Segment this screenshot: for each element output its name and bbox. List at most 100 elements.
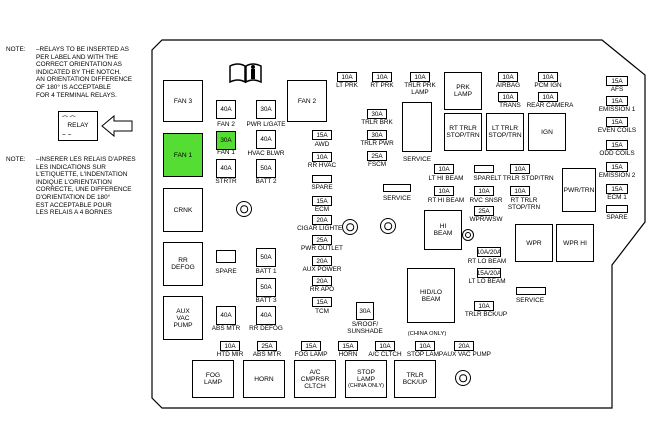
relay-label: TRLR BCK/UP [402, 372, 428, 386]
aux-vac-pump-fuse: 20A [454, 341, 474, 351]
fuse-rating: 25A [261, 342, 273, 350]
abs-mtr-label: ABS MTR [211, 325, 241, 332]
spare-fuse-slot [606, 205, 628, 213]
pcm-ign-fuse: 10A [538, 72, 558, 82]
fan3-relay: FAN 3 [163, 80, 203, 122]
fan1-relay-highlighted: FAN 1 [163, 133, 203, 177]
fog-lamp-relay: FOG LAMP [192, 360, 234, 398]
lt-trlr-stop-trn-label: LT TRLR STOP/TRN [494, 175, 554, 182]
fuse-rating: 25A [478, 207, 490, 215]
rr-hvac-fuse: 10A [312, 152, 332, 162]
arrow-left-icon [101, 114, 133, 138]
fog-lamp-label: FOG LAMP [294, 351, 328, 358]
even-coils-fuse: 15A [606, 117, 628, 127]
fuse-rating: 20A [316, 257, 328, 265]
fscm-fuse: 25A [367, 151, 387, 161]
fuse-rating: 10A [478, 302, 490, 310]
batt1-label: BATT 1 [255, 268, 277, 275]
abs-mtr-fuse: 40A [216, 306, 236, 325]
spare-fuse-slot [474, 165, 494, 173]
note-text: –RELAYS TO BE INSERTED AS PER LABEL AND … [36, 46, 132, 99]
fuse-rating: 40A [260, 136, 272, 143]
pwr-outlet-label: PWR OUTLET [301, 245, 343, 252]
emission2-label: EMISSION 2 [598, 172, 636, 179]
horn-label: HORN [338, 351, 358, 358]
hi-beam-relay: HI BEAM [424, 210, 462, 250]
fuse-rating: 10A [316, 153, 328, 161]
fuse-rating: 20A [316, 216, 328, 224]
rr-defog-label: RR DEFOG [249, 325, 283, 332]
stop-lamp-label: STOP LAMP [406, 351, 444, 358]
rt-trlr-stop-trn-relay: RT TRLR STOP/TRN [444, 113, 482, 151]
rear-camera-label: REAR CAMERA [526, 102, 574, 109]
emission2-fuse: 15A [606, 162, 628, 172]
rear-camera-fuse: 10A [538, 92, 558, 102]
fuse-rating: 40A [260, 312, 272, 319]
batt2-fuse: 50A [256, 159, 276, 178]
lt-prk-fuse: 10A [337, 72, 357, 82]
fuse-rating: 10A [514, 165, 526, 173]
fuse-rating: 15A [316, 298, 328, 306]
cigar-lighter-fuse: 20A [312, 215, 332, 225]
batt1-fuse: 50A [256, 248, 276, 267]
emission1-label: EMISSION 1 [598, 106, 636, 113]
trlr-prk-lamp-fuse: 10A [410, 72, 430, 82]
relay-label: PWR/TRN [563, 186, 595, 194]
rt-trlr-stop-trn-label: RT TRLR STOP/TRN [507, 197, 541, 211]
rr-apo-fuse: 20A [312, 276, 332, 286]
htd-mir-label: HTD MIR [216, 351, 244, 358]
ac-cmprsr-cltch-relay: A/C CMPRSR CLTCH [294, 360, 336, 398]
service-fuse-slot [383, 184, 411, 192]
fuse-rating: 15A [611, 97, 623, 105]
relay-icon-label: RELAY [67, 122, 89, 129]
fan2-relay: FAN 2 [287, 80, 327, 122]
fuse-rating: 10A [341, 73, 353, 81]
relay-label: STOP LAMP [357, 368, 375, 383]
rt-prk-fuse: 10A [372, 72, 392, 82]
pwr-lgate-fuse: 30A [256, 100, 276, 119]
sroof-fuse: 30A [356, 302, 374, 320]
awd-fuse: 15A [312, 130, 332, 140]
emission1-fuse: 15A [606, 96, 628, 106]
fuse-rating: 50A [260, 165, 272, 172]
lt-lo-beam-label: LT LO BEAM [468, 278, 506, 285]
hvac-blwr-fuse: 40A [256, 130, 276, 149]
french-note: NOTE: –INSERER LES RELAIS D'APRES LES IN… [6, 156, 146, 226]
aux-vac-pump-label: AUX VAC PUMP [443, 351, 491, 358]
fuse-rating: 10A [224, 342, 236, 350]
htd-mir-fuse: 10A [220, 341, 240, 351]
fuse-rating: 10A [502, 93, 514, 101]
lt-prk-label: LT PRK [336, 82, 358, 89]
tcm-fuse: 15A [312, 297, 332, 307]
rr-hvac-label: RR HVAC [307, 162, 337, 169]
ac-cltch-fuse: 10A [375, 341, 395, 351]
wpr-wsw-fuse: 25A [474, 206, 494, 216]
fuse-rating: 30A [260, 106, 272, 113]
fuse-rating: 10A [419, 342, 431, 350]
fan2-fuse-label: FAN 2 [217, 121, 235, 128]
rt-lo-beam-fuse: 10A/20A [477, 247, 501, 257]
relay-orientation-icon: RELAY ⌒ ⌒ ⌣ ⌣ [58, 111, 98, 141]
fog-lamp-fuse: 15A [301, 341, 321, 351]
service-fuse-slot [516, 287, 546, 295]
lt-trlr-stop-trn-relay: LT TRLR STOP/TRN [486, 113, 524, 151]
stud-bolt-icon [236, 201, 252, 217]
tcm-label: TCM [315, 308, 329, 315]
relay-label: HORN [254, 375, 274, 383]
note-text: –INSERER LES RELAIS D'APRES LES INDICATI… [36, 156, 136, 217]
terminal-symbols: ⌒ ⌒ [62, 117, 76, 123]
hid-lo-beam-relay: HID/LO BEAM [407, 268, 455, 323]
cigar-lighter-label: CIGAR LIGHTER [297, 225, 347, 232]
fuse-rating: 15A/20A [476, 269, 502, 277]
fuse-rating: 40A [220, 165, 232, 172]
fuse-rating: 25A [371, 152, 383, 160]
fuse-rating: 20A [458, 342, 470, 350]
trlr-pwr-label: TRLR PWR [360, 140, 394, 147]
fuse-rating: 15A [611, 185, 623, 193]
ecm-label: ECM [314, 206, 330, 213]
fuse-rating: 30A [359, 307, 371, 315]
fuse-rating: 30A [371, 131, 383, 139]
airbag-label: AIRBAG [495, 82, 521, 89]
fuse-rating: 15A [342, 342, 354, 350]
trlr-prk-lamp-label: TRLR PRK LAMP [404, 82, 436, 96]
